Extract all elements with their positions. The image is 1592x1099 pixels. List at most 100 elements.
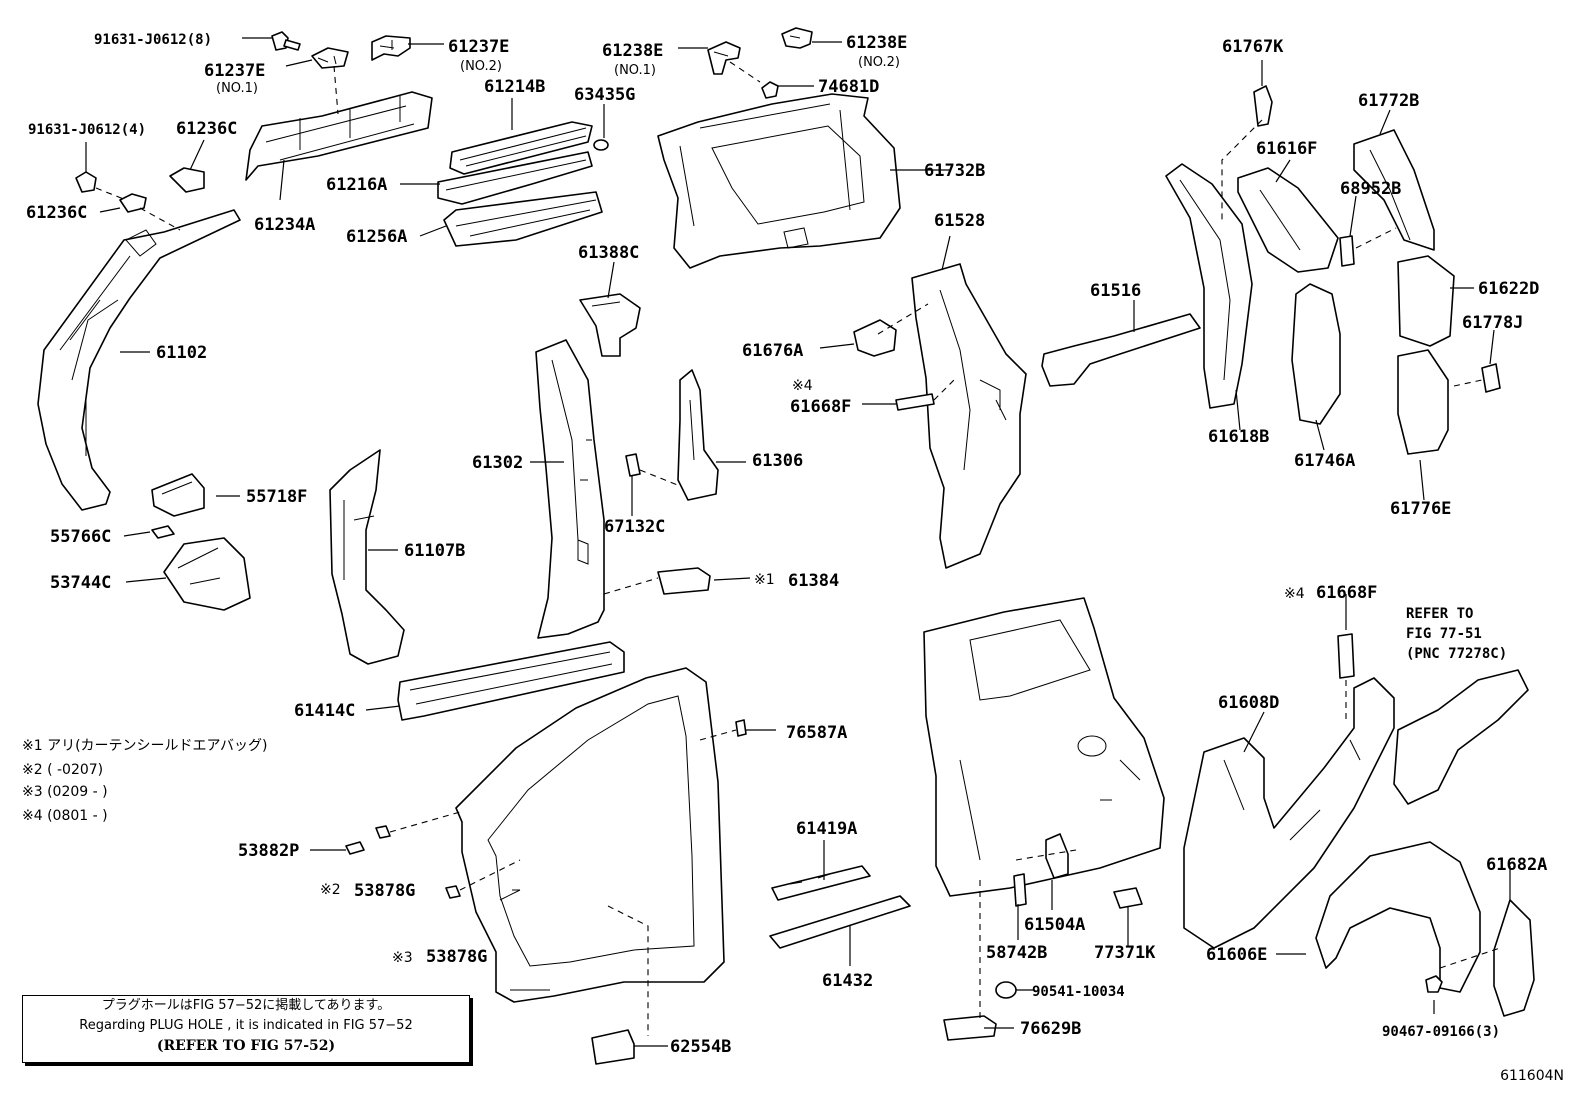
label-61238E-no2: 61238E [846,33,907,53]
bracket-61776E [1397,349,1449,455]
label-76587A: 76587A [786,723,847,743]
label-61256A: 61256A [346,227,407,247]
bracket-77371K [1113,887,1143,909]
pad-61504A [1045,833,1069,879]
label-68952B: 68952B [1340,179,1401,199]
bracket-61388C [579,293,641,357]
label-61676A: 61676A [742,341,803,361]
body-side-front [455,667,725,1003]
bracket-76629B [943,1015,997,1041]
rail-61214B [449,121,593,175]
label-90467: 90467-09166(3) [1382,1024,1500,1040]
label-53878G-2: 53878G [354,881,415,901]
plug-53882P [345,841,365,855]
label-61237E-no2: 61237E [448,37,509,57]
bolt-91631-top [271,31,301,51]
bracket-61676A [853,319,897,357]
label-61622D: 61622D [1478,279,1539,299]
label-61214B: 61214B [484,77,545,97]
label-refer-3: (PNC 77278C) [1406,646,1507,662]
bolt-91631-lower [75,171,97,193]
rail-61234A [245,91,433,181]
bracket-67132C [625,453,641,477]
label-61618B: 61618B [1208,427,1269,447]
label-61668F-a: 61668F [790,397,851,417]
plug-hole-note-box: プラグホールはFIG 57−52に掲載してあります。 Regarding PLU… [22,995,470,1063]
label-61776E: 61776E [1390,499,1451,519]
cushion-90541 [995,981,1017,999]
bracket-61236C-top [169,167,205,193]
panel-61732B [657,93,901,269]
label-61236C: 61236C [26,203,87,223]
panel-61528 [911,263,1027,569]
label-61388C: 61388C [578,243,639,263]
panel-61746A [1291,283,1341,425]
plug-63435G [593,139,609,151]
pillar-61618B [1165,163,1253,409]
pad-62554B [591,1029,635,1065]
bracket-61236C [119,193,147,213]
label-mark1: ※1 [754,572,775,588]
note-box-line-1: プラグホールはFIG 57−52に掲載してあります。 [101,998,391,1013]
label-67132C: 67132C [604,517,665,537]
pad-61668F-b [1337,633,1355,679]
label-61107B: 61107B [404,541,465,561]
bracket-61622D [1397,255,1455,347]
label-61668F-b: 61668F [1316,583,1377,603]
pillar-61107B [329,449,405,665]
rail-61216A [437,151,593,205]
label-mark4-a: ※4 [792,378,813,394]
label-61302: 61302 [472,453,523,473]
label-mark3: ※3 [392,950,413,966]
wheelhouse-61606E [1315,841,1481,993]
label-61102: 61102 [156,343,207,363]
label-61772B: 61772B [1358,91,1419,111]
bracket-68952B [1339,235,1355,267]
label-91631-8: 91631-J0612(8) [94,32,212,48]
pad-61668F-a [895,393,935,411]
label-61234A: 61234A [254,215,315,235]
clip-74681D [761,81,779,99]
label-63435G: 63435G [574,85,635,105]
refer-77278C-part [1393,669,1529,805]
panel-61772B [1353,129,1435,251]
label-61419A: 61419A [796,819,857,839]
label-61238E-no2-sub: (NO.2) [858,55,900,70]
label-refer-1: REFER TO [1406,606,1473,622]
label-61236C-top: 61236C [176,119,237,139]
reinforcement-61419A [771,865,871,901]
label-61238E-no1: 61238E [602,41,663,61]
wheelhouse-61608D [1183,677,1395,949]
bracket-61238E-no2 [781,27,813,49]
label-53882P: 53882P [238,841,299,861]
label-76629B: 76629B [1020,1019,1081,1039]
label-61237E-no2-sub: (NO.2) [460,59,502,74]
plug-53878G-2 [375,825,391,839]
label-61216A: 61216A [326,175,387,195]
note-2: ※2 ( -0207) [22,762,103,778]
label-90541: 90541-10034 [1032,984,1125,1000]
bracket-55766C [151,525,175,539]
label-61528: 61528 [934,211,985,231]
label-55718F: 55718F [246,487,307,507]
pillar-61102 [37,209,241,511]
label-61414C: 61414C [294,701,355,721]
bracket-53744C [163,537,251,611]
body-side-rear [923,597,1165,897]
panel-61616F [1237,167,1339,273]
label-91631-4: 91631-J0612(4) [28,122,146,138]
note-box-line-2: Regarding PLUG HOLE , it is indicated in… [79,1018,413,1033]
legend-notes: ※1 アリ(カーテンシールドエアバッグ) ※2 ( -0207) ※3 (020… [22,738,267,824]
dashed-connections [95,61,1501,1036]
pillar-61306 [677,369,719,501]
label-55766C: 55766C [50,527,111,547]
bracket-61778J [1481,363,1501,393]
note-box-line-3: (REFER TO FIG 57-52) [156,1038,336,1054]
label-77371K: 77371K [1094,943,1156,963]
bracket-61384 [657,567,711,595]
label-61384: 61384 [788,571,839,591]
label-58742B: 58742B [986,943,1047,963]
label-62554B: 62554B [670,1037,731,1057]
rail-61256A [443,191,603,247]
